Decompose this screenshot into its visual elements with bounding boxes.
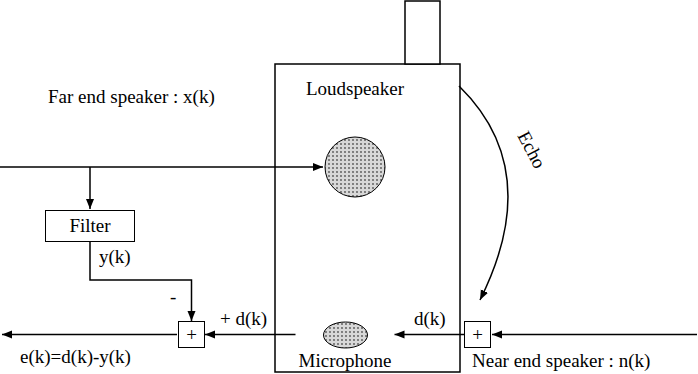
signal-label: d(k) — [412, 308, 448, 330]
signal-label: y(k) — [97, 246, 133, 268]
error-signal-label: e(k)=d(k)-y(k) — [20, 346, 131, 368]
filter-output-connector — [90, 242, 192, 321]
far-end-label: Far end speaker : x(k) — [48, 86, 215, 108]
output-wire — [2, 334, 177, 336]
filter-box: Filter — [45, 210, 135, 242]
echo-path — [459, 86, 508, 300]
loudspeaker-cone — [325, 137, 385, 197]
near-end-label: Near end speaker : n(k) — [472, 350, 650, 372]
near-end-wire — [492, 334, 697, 336]
filter-label: Filter — [69, 215, 110, 237]
summing-junction: + — [464, 321, 491, 348]
filter-input-wire — [89, 167, 91, 209]
microphone: Microphone — [296, 318, 395, 372]
microphone-capsule — [323, 322, 367, 348]
far-end-wire — [0, 166, 323, 168]
loudspeaker-label: Loudspeaker — [295, 78, 415, 100]
summing-junction: + — [178, 321, 205, 348]
echo-label: Echo — [513, 128, 551, 173]
microphone-input-connector — [395, 334, 465, 336]
microphone-label: Microphone — [296, 350, 395, 372]
signal-label: + d(k) — [218, 308, 269, 330]
microphone-connector — [205, 334, 296, 336]
minus-sign: - — [170, 286, 176, 308]
sum-sign: + — [472, 324, 483, 346]
loudspeaker: Loudspeaker — [295, 78, 415, 200]
phone-body — [275, 64, 460, 372]
sum-sign: + — [186, 324, 197, 346]
phone-antenna — [405, 1, 440, 64]
